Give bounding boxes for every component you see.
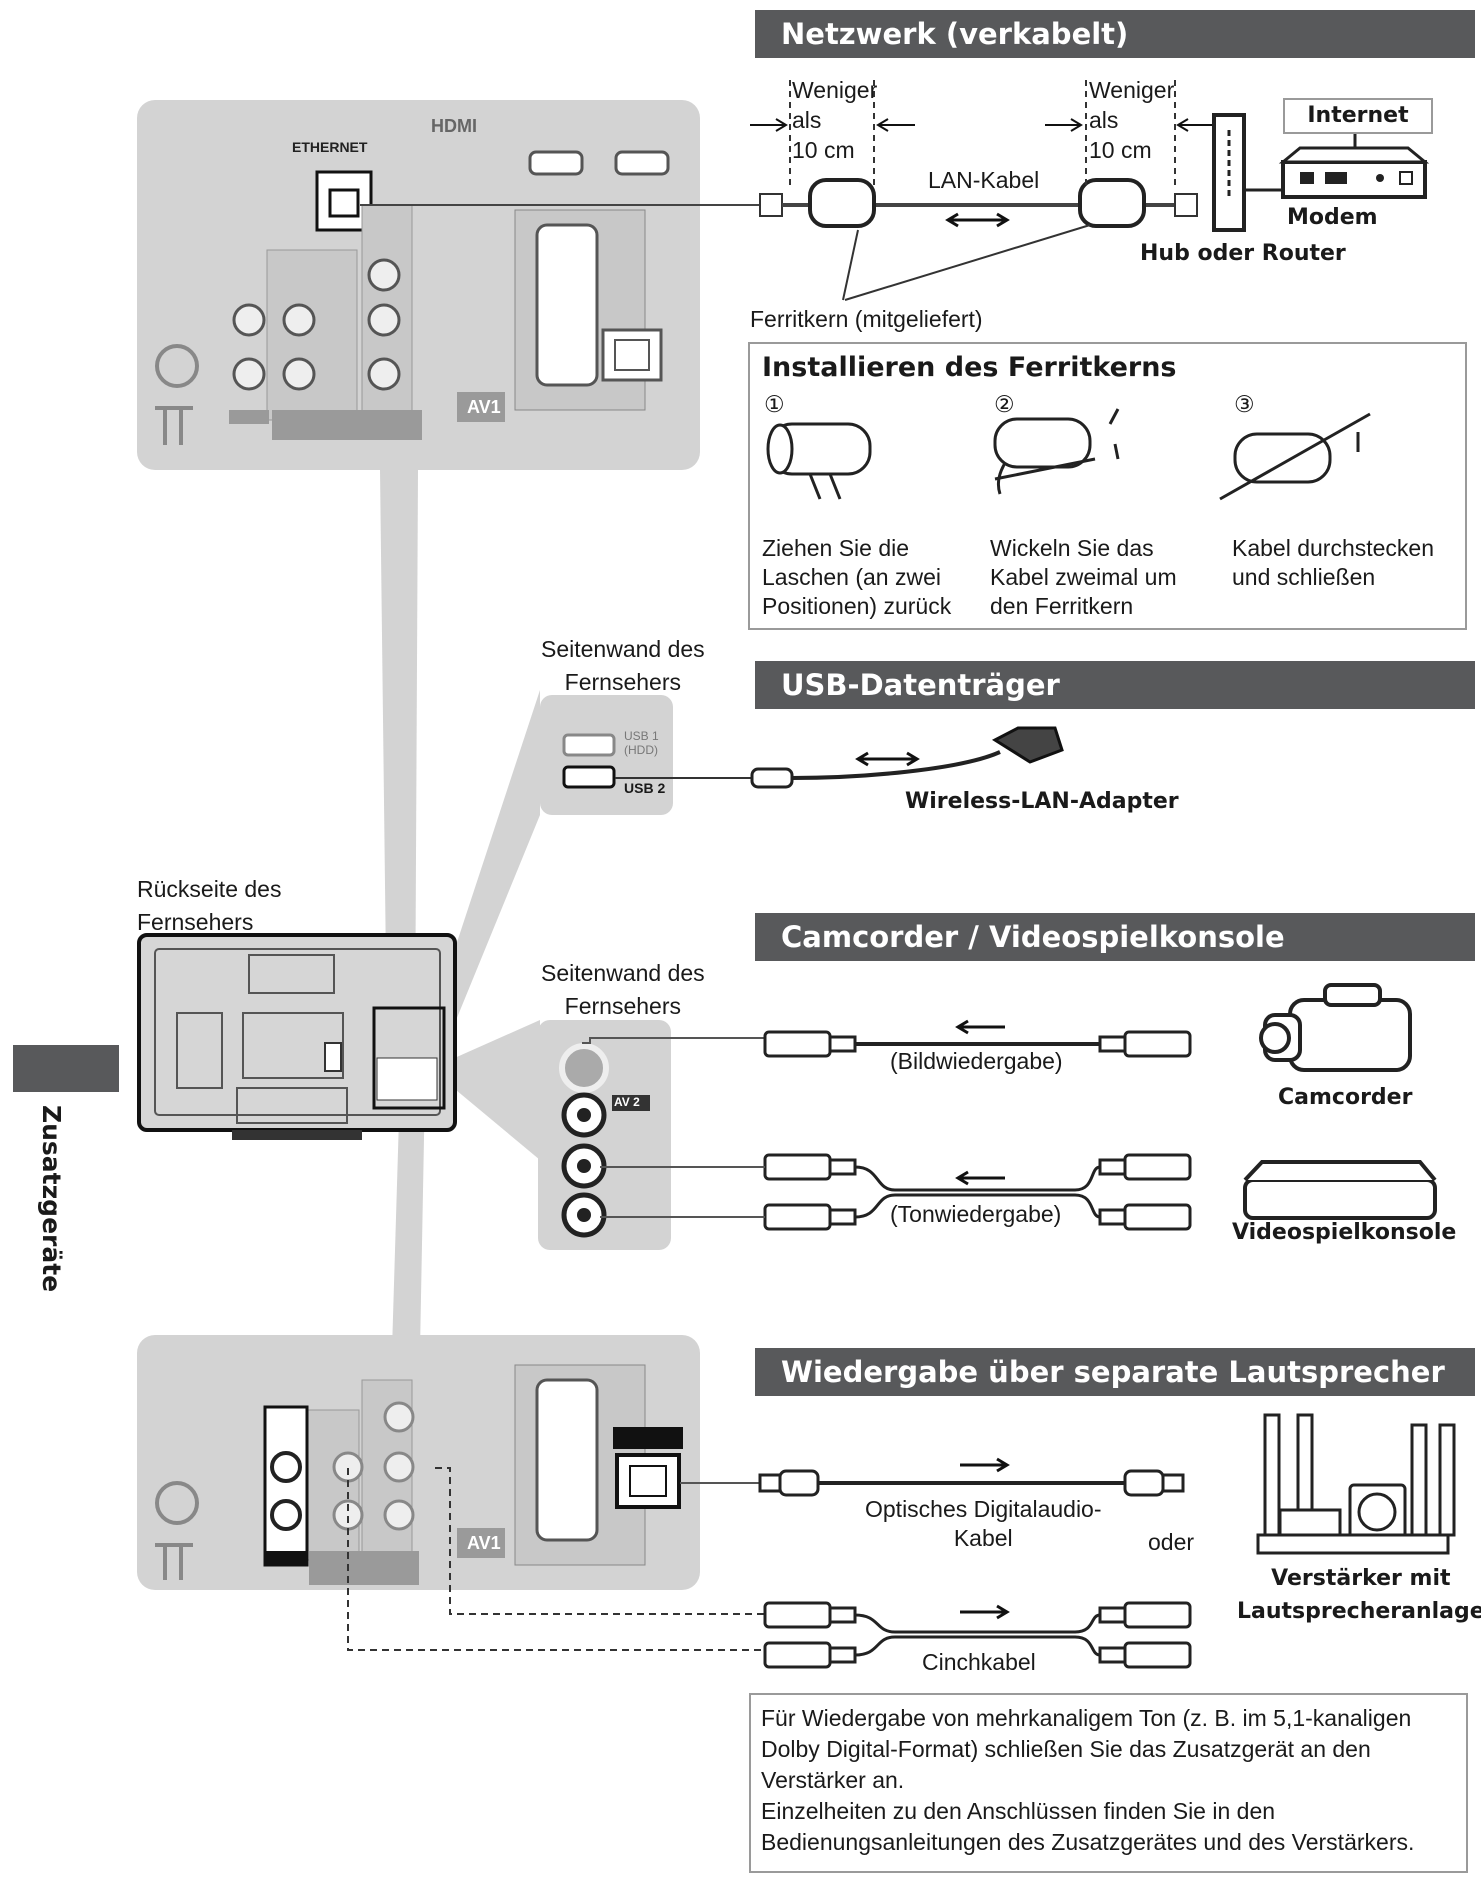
camcorder-icon [1259,983,1412,1072]
wireless-lan-adapter-icon [991,726,1064,764]
antenna-port [155,344,199,445]
lan-cable-label: LAN-Kabel [928,167,1040,193]
ferrite-label: Ferritkern (mitgeliefert) [750,306,983,332]
step-1-text: Ziehen Sie die Laschen (an zwei Position… [762,535,952,619]
tv-back-panel-bottom: AV1 [137,1335,700,1590]
svg-text:HDMI: HDMI [431,116,477,136]
optical-plugs [758,1469,1185,1497]
note-box: Für Wiedergabe von mehrkanaligem Ton (z.… [749,1693,1468,1873]
ethernet-port-label: ETHERNET [292,139,368,155]
av2-label: AV 2 [614,1095,640,1109]
usb2-label: USB 2 [624,780,666,796]
network-header: Netzwerk (verkabelt) [755,10,1475,58]
svg-text:AV1: AV1 [467,397,501,417]
av2-side-panel: AV 2 [538,1020,671,1250]
ethernet-port: ETHERNET [292,139,373,232]
ferrite-install-box: Installieren des Ferritkerns ① ② ③ Ziehe… [748,342,1467,630]
internet-label: Internet [1307,103,1409,128]
speakers-header: Wiedergabe über separate Lautsprecher [755,1348,1475,1396]
wireless-lan-label: Wireless-LAN-Adapter [905,789,1179,814]
usb1-label: USB 1 (HDD) [624,729,659,757]
usb-header: USB-Datenträger [755,661,1475,709]
modem-label: Modem [1287,205,1378,230]
ferrite-open-icon [766,422,872,500]
rca-ports-top [229,204,422,440]
ferrite-wrap-icon [993,408,1120,495]
camcorder-header: Camcorder / Videospielkonsole [755,913,1475,961]
section-tab [13,1045,119,1092]
video-plug-left [763,1030,857,1058]
or-label: oder [1148,1529,1195,1555]
optical-cable-label: Optisches Digitalaudio- Kabel [865,1496,1102,1551]
console-label: Videospielkonsole [1232,1220,1457,1245]
optical-port-top [601,328,663,382]
router-icon [1212,113,1285,232]
router-label: Hub oder Router [1140,241,1346,266]
usb-side-panel: USB 1 (HDD) USB 2 [540,695,673,815]
tv-back-label: Rückseite des Fernsehers [137,876,282,935]
amplifier-label: Verstärker mit Lautsprecheranlage [1237,1566,1481,1624]
step-2-number: ② [994,391,1015,417]
modem-icon [1278,133,1430,199]
step-3-number: ③ [1234,391,1255,417]
cinch-plugs [763,1601,1192,1669]
video-plug-right [1098,1030,1192,1058]
step-3-text: Kabel durchstecken und schließen [1232,535,1435,590]
cinch-cable-label: Cinchkabel [922,1649,1036,1675]
distance-left: Weniger als 10 cm [792,77,878,163]
internet-box: Internet [1283,98,1433,134]
svg-text:AV1: AV1 [467,1533,501,1553]
hdmi-ports: HDMI [431,116,670,176]
ferrite-close-icon [1219,412,1371,501]
camcorder-label: Camcorder [1278,1085,1413,1110]
game-console-icon [1243,1160,1437,1220]
speaker-system-icon [1256,1413,1456,1555]
step-1-number: ① [764,391,785,417]
ferrite-step-illustrations [766,408,1371,501]
distance-right: Weniger als 10 cm [1089,77,1175,163]
av2-side-label: Seitenwand des Fernsehers [541,960,705,1019]
note-text: Für Wiedergabe von mehrkanaligem Ton (z.… [761,1705,1415,1855]
usb-side-label: Seitenwand des Fernsehers [541,636,705,695]
tv-back-panel-top: ETHERNET HDMI AV1 [137,100,700,470]
step-2-text: Wickeln Sie das Kabel zweimal um den Fer… [990,535,1177,619]
video-label: (Bildwiedergabe) [890,1048,1063,1074]
audio-label: (Tonwiedergabe) [890,1201,1062,1227]
tv-back-illustration [137,933,457,1140]
audio-plugs [763,1153,1192,1231]
ferrite-install-title: Installieren des Ferritkerns [762,352,1177,383]
